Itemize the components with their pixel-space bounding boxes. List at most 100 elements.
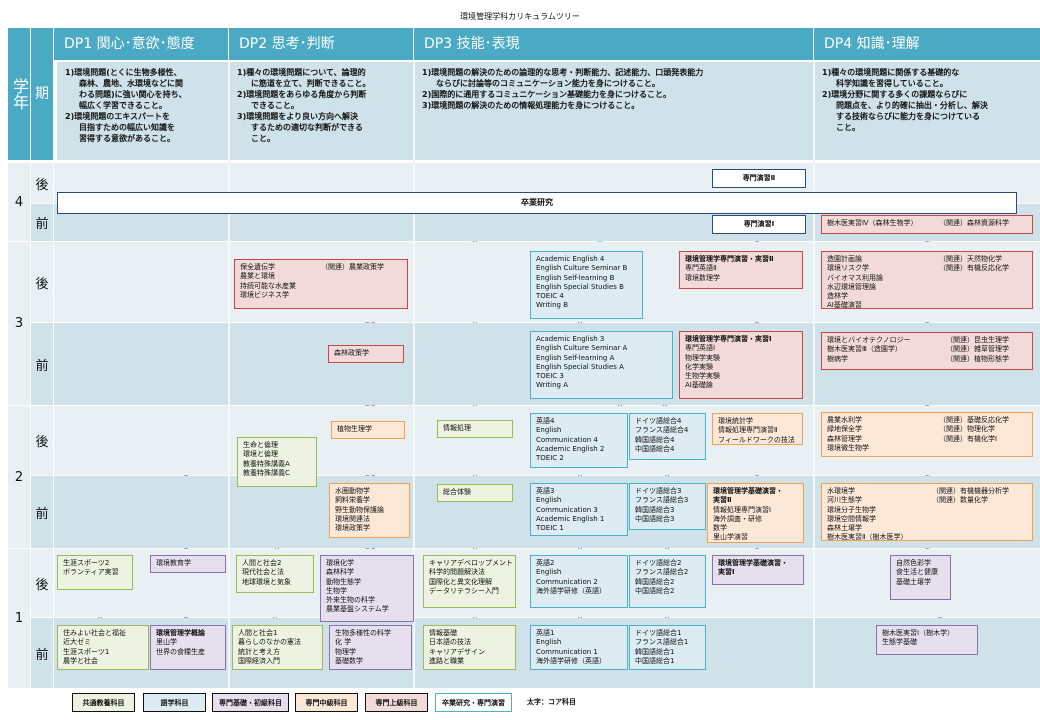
course-name: English xyxy=(536,426,562,435)
course-name: 実習Ⅱ xyxy=(713,496,732,505)
course-name: 人間と社会1 xyxy=(238,629,278,637)
course-box-johoshori: 情報処理 xyxy=(437,420,513,438)
course-name: 近大ゼミ xyxy=(63,638,91,647)
term-label-early: 前 xyxy=(31,323,53,405)
course-name: 環境空間情報学 xyxy=(827,514,876,523)
course-name: 住みよい社会と福祉 xyxy=(63,629,126,637)
related-course-name: （関連）基礎反応化学 xyxy=(939,416,1009,424)
course-name: フィールドワークの技法 xyxy=(718,435,795,444)
course-name: Academic English 4 xyxy=(536,255,605,263)
course-name: 環境統計学 xyxy=(718,417,753,425)
legend-item-research: 卒業研究・専門演習 xyxy=(435,693,512,712)
course-name: 基礎数学 xyxy=(335,656,363,665)
course-box-shizenshikisai: 自然色彩学食生活と健康基礎土壌学 xyxy=(890,555,951,600)
legend-item-mid: 専門中級科目 xyxy=(295,693,358,712)
course-name: 英語4 xyxy=(536,417,555,425)
description-line: できること。 xyxy=(251,101,299,110)
description-line: に筋道を立て、判断できること。 xyxy=(251,79,371,88)
dp1-description: 1)環境問題(とくに生物多様性、森林、農地、水環境などに関わる問題)に強い関心を… xyxy=(57,62,228,160)
course-name: Academic English 2 xyxy=(536,444,605,453)
course-name: 水圏動物学 xyxy=(335,487,370,495)
term-label-early: 前 xyxy=(31,618,53,688)
course-name: 化 学 xyxy=(335,638,352,647)
course-name: Academic English 3 xyxy=(536,335,605,343)
course-name: 卒業研究 xyxy=(521,198,553,208)
course-name: 物理学実験 xyxy=(685,353,720,362)
course-box-hozen: 保全遺伝学農業と環境持続可能な水産業環境ビジネス学（関連）農業政策学 xyxy=(234,259,408,309)
course-name: 水環境学 xyxy=(827,487,855,495)
legend-item-general: 共通教養科目 xyxy=(72,693,135,712)
course-name: 海外語学研修（英語） xyxy=(536,656,606,665)
course-name: 環境教育学 xyxy=(156,559,191,567)
course-name: English Special Studies A xyxy=(536,362,624,371)
course-name: English Self-learning B xyxy=(536,273,615,282)
course-name: 自然色彩学 xyxy=(896,559,931,567)
description-line: 問題点を、より的確に抽出・分析し、解決 xyxy=(836,101,988,110)
course-box-jumoku1: 樹木医実習Ⅰ（樹木学）生態学基礎 xyxy=(876,625,978,655)
description-line: 2)環境問題のエキスパートを xyxy=(65,112,170,121)
course-name: TOEIC 3 xyxy=(536,372,564,381)
related-course-name: （関連）昆虫生理学 xyxy=(946,336,1009,344)
course-box-bio: 環境とバイオテクノロジー樹木医実習Ⅲ（造園学）樹病学（関連）昆虫生理学（関連）雑… xyxy=(821,332,1033,370)
course-name: 野生動物保護論 xyxy=(335,505,384,514)
course-name: 環境関連法 xyxy=(335,514,370,523)
course-name: 環境管理学概論 xyxy=(156,629,205,637)
course-name: 河川生態学 xyxy=(827,496,862,505)
course-name: 化学実験 xyxy=(685,362,713,371)
course-name: TOEIC 1 xyxy=(536,524,564,533)
course-name: 緑地保全学 xyxy=(827,425,862,434)
course-name: 英語1 xyxy=(536,629,555,637)
course-name: 環境管理学専門演習・実習Ⅱ xyxy=(685,255,774,263)
course-name: 環境管理学基礎演習・ xyxy=(713,487,783,495)
course-name: 生涯スポーツ2 xyxy=(63,559,110,567)
course-name: AI基礎演習 xyxy=(827,301,862,309)
course-name: 環境数理学 xyxy=(685,273,720,282)
course-name: 専門英語Ⅰ xyxy=(685,344,716,353)
course-name: 食生活と健康 xyxy=(896,568,938,577)
description-line: 1)種々の環境問題について、論理的 xyxy=(237,68,366,77)
course-name: 国際経済入門 xyxy=(238,656,280,665)
related-course-name: （関連）有機化学Ⅰ xyxy=(939,434,998,443)
course-name: 樹木医実習Ⅳ（森林生物学） xyxy=(827,219,918,227)
course-name: 教養特殊講義C xyxy=(243,468,290,477)
course-name: 環境化学 xyxy=(326,559,354,567)
course-name: 農業水利学 xyxy=(827,416,862,424)
course-name: 韓国語総合4 xyxy=(635,435,675,444)
column-divider xyxy=(813,62,815,688)
term-label-late: 後 xyxy=(31,242,53,322)
description-line: 森林、農地、水環境などに関 xyxy=(79,79,183,88)
course-name: Writing B xyxy=(536,301,569,310)
course-name: English Culture Seminar A xyxy=(536,344,628,353)
course-name: データリテラシー入門 xyxy=(429,586,499,595)
dp3-header: DP3 技能･表現 xyxy=(414,28,813,60)
description-line: ならびに討論等のコミュニケーション能力を身につけること。 xyxy=(436,79,660,88)
course-name: 海外調査・研修 xyxy=(713,514,762,523)
course-name: 日本語の技法 xyxy=(429,638,471,647)
course-box-kankyokyoiku: 環境教育学 xyxy=(150,555,226,573)
year-2-label: 2 xyxy=(8,406,30,548)
course-box-sogotaiken: 総合体験 xyxy=(437,484,513,502)
course-name: English xyxy=(536,638,562,647)
dp2-description: 1)種々の環境問題について、論理的に筋道を立て、判断できること。2)環境問題をあ… xyxy=(229,62,413,160)
legend-item-adv: 専門上級科目 xyxy=(365,693,428,712)
course-name: 生態学基礎 xyxy=(882,638,917,647)
course-name: 樹木医実習Ⅱ（樹木医学） xyxy=(827,533,908,541)
course-name: 植物生理学 xyxy=(337,425,372,433)
description-line: こと。 xyxy=(251,134,275,143)
course-box-mizukankyo: 水環境学河川生態学環境分子生物学環境空間情報学森林土壌学樹木医実習Ⅱ（樹木医学）… xyxy=(821,483,1033,541)
course-name: 樹病学 xyxy=(827,354,848,363)
course-name: 保全遺伝学 xyxy=(240,263,275,271)
related-course-name: （関連）物理化学 xyxy=(939,425,995,434)
year-4-label: 4 xyxy=(8,163,30,241)
dp3-description: 1)環境問題の解決のための論理的な思考・判断能力、記述能力、口頭発表能力ならびに… xyxy=(414,62,813,160)
course-name: 生物学実験 xyxy=(685,372,720,381)
